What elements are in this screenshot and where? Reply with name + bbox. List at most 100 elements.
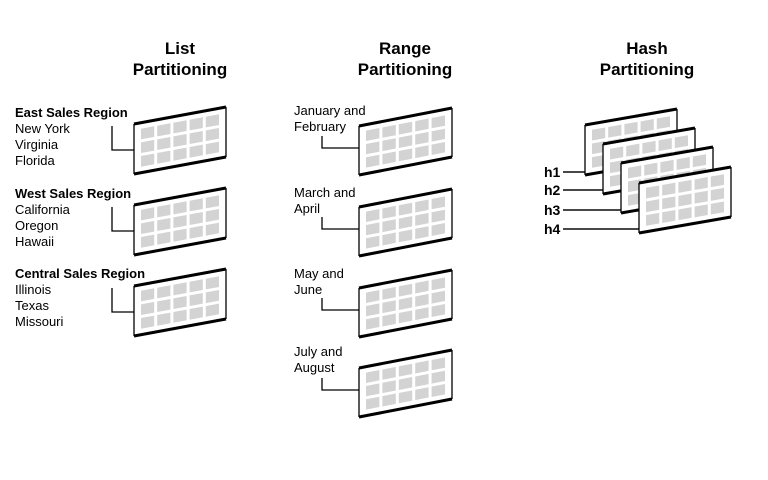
panel-cell — [431, 304, 445, 317]
panel-cell — [678, 207, 692, 221]
range-connector — [321, 378, 359, 391]
panel-cell — [173, 295, 187, 310]
range-label-line1: March and — [294, 185, 356, 200]
panel-cell — [710, 187, 724, 201]
range-partition-table — [358, 187, 453, 258]
panel-cell — [624, 121, 638, 135]
panel-cell — [366, 128, 380, 141]
list-group-heading: East Sales Region — [15, 105, 128, 120]
panel-cell — [382, 366, 396, 380]
panel-cell — [431, 142, 445, 155]
list-title-line1: List — [164, 39, 196, 58]
range-partition-table — [358, 268, 453, 339]
range-connector — [321, 298, 359, 311]
panel-top-edge — [638, 165, 732, 185]
panel-cell — [415, 293, 429, 307]
panel-cell — [592, 154, 606, 168]
panel-cell — [205, 195, 219, 209]
panel-cell — [398, 121, 413, 135]
hash-label-h4: h4 — [544, 221, 561, 237]
panel-top-edge — [358, 348, 453, 370]
panel-bottom-edge — [358, 155, 453, 177]
panel-cell — [157, 312, 171, 326]
range-title-line2: Partitioning — [357, 60, 453, 79]
panel-cell — [141, 220, 155, 235]
panel-cell — [398, 377, 413, 390]
panel-bottom-edge — [133, 317, 227, 338]
panel-bottom-edge — [133, 155, 227, 176]
range-label-line1: January and — [294, 103, 366, 118]
panel-cell — [662, 182, 676, 196]
panel-cell — [157, 136, 171, 151]
panel-cell — [366, 303, 380, 317]
panel-cell — [662, 196, 676, 210]
panel-cell — [628, 165, 642, 179]
hash-title-line1: Hash — [626, 39, 668, 58]
panel-cell — [141, 301, 155, 316]
panel-bottom-edge — [638, 215, 732, 235]
list-partitioning-title: List Partitioning — [100, 38, 260, 80]
range-label-line2: February — [294, 119, 347, 134]
panel-cell — [173, 120, 187, 134]
panel-top-edge — [133, 105, 227, 126]
list-group-item: Illinois — [15, 282, 52, 297]
panel-cell — [626, 143, 640, 157]
panel-cell — [398, 202, 413, 216]
panel-top-edge — [133, 186, 227, 207]
hash-title-line2: Partitioning — [599, 60, 695, 79]
panel-cell — [173, 282, 187, 296]
panel-cell — [592, 141, 606, 155]
panel-cell — [382, 232, 396, 246]
panel-cell — [710, 174, 724, 188]
list-group-item: Florida — [15, 153, 55, 168]
panel-cell — [415, 387, 429, 401]
panel-cell — [415, 145, 429, 159]
panel-cell — [431, 290, 445, 304]
panel-cell — [398, 297, 413, 310]
range-label-line1: May and — [294, 266, 344, 281]
panel-bottom-edge — [358, 236, 453, 258]
panel-cell — [415, 118, 429, 132]
panel-bottom-edge — [133, 236, 227, 257]
panel-cell — [141, 234, 155, 248]
panel-cell — [398, 216, 413, 229]
panel-cell — [592, 127, 606, 141]
hash-label-h3: h3 — [544, 202, 561, 218]
panel-cell — [694, 190, 708, 204]
panel-cell — [173, 228, 187, 242]
panel-cell — [141, 126, 155, 140]
panel-cell — [141, 207, 155, 221]
panel-cell — [366, 396, 380, 410]
panel-cell — [398, 135, 413, 148]
panel-cell — [431, 128, 445, 142]
panel-cell — [205, 208, 219, 223]
panel-cell — [189, 279, 203, 293]
panel-cell — [189, 117, 203, 131]
panel-cell — [415, 307, 429, 321]
panel-cell — [157, 285, 171, 299]
range-partition-table — [358, 348, 453, 419]
panel-cell — [157, 123, 171, 137]
panel-cell — [173, 214, 187, 229]
panel-cell — [141, 315, 155, 329]
range-label-line2: June — [294, 282, 323, 297]
range-connector — [321, 136, 359, 149]
range-label-line1: July and — [294, 344, 343, 359]
panel-cell — [366, 222, 380, 236]
list-partition-table — [133, 267, 227, 338]
panel-cell — [644, 162, 658, 176]
panel-cell — [366, 370, 380, 383]
range-group-mar-apr: March and April — [294, 185, 355, 217]
panel-cell — [157, 217, 171, 232]
panel-cell — [431, 209, 445, 223]
panel-cell — [382, 286, 396, 300]
panel-cell — [415, 212, 429, 226]
panel-cell — [382, 300, 396, 314]
list-group-item: Texas — [15, 298, 49, 313]
range-group-may-jun: May and June — [294, 266, 344, 298]
panel-cell — [205, 114, 219, 128]
hash-label-h1: h1 — [544, 164, 561, 180]
panel-cell — [366, 235, 380, 249]
panel-cell — [431, 277, 445, 291]
